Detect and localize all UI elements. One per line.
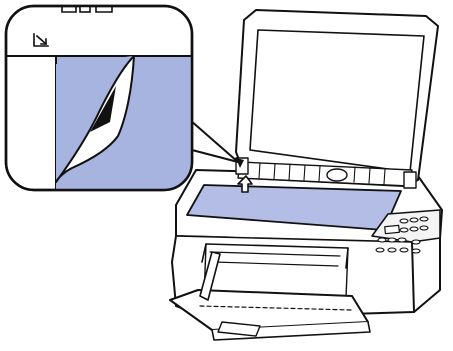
- zoom-callout: [6, 6, 196, 196]
- paper-output-tray: [170, 290, 370, 340]
- callout-pointer: [190, 120, 238, 162]
- document-cover: [236, 10, 438, 188]
